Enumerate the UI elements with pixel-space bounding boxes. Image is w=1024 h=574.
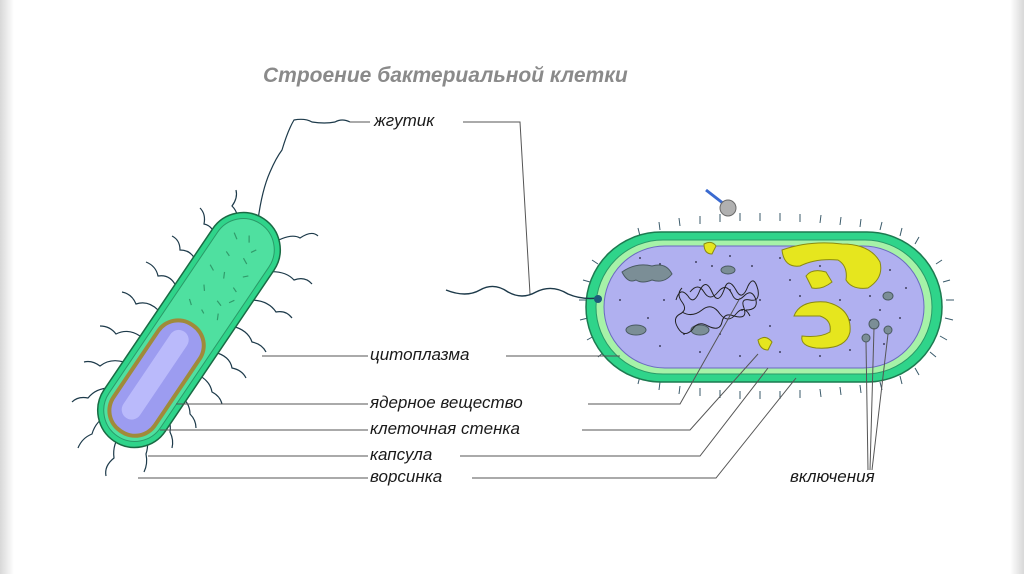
rod-bacterium <box>71 118 351 477</box>
label-capsule: капсула <box>370 445 433 464</box>
leader-inclusion-2 <box>869 327 875 471</box>
leader-pilus-right <box>472 377 797 479</box>
nucleoid <box>674 280 759 334</box>
label-inclusions: включения <box>790 467 875 486</box>
right-edge-shadow <box>1010 0 1024 574</box>
pin-marker-icon <box>705 188 737 217</box>
label-pilus: ворсинка <box>370 467 443 486</box>
label-flagellum: жгутик <box>374 111 435 130</box>
leader-flagellum-right <box>463 121 531 295</box>
leader-inclusion-1 <box>865 341 869 471</box>
gray-inclusions <box>621 264 894 343</box>
leader-inclusion-3 <box>871 333 889 471</box>
leader-nuclear-right <box>588 297 741 405</box>
left-edge-shadow <box>0 0 14 574</box>
label-cell-wall: клеточная стенка <box>370 419 520 438</box>
oval-flagellum <box>445 285 599 300</box>
leader-wall-right <box>582 353 759 431</box>
oval-bacterium <box>445 188 954 399</box>
label-nuclear-material: ядерное вещество <box>370 393 523 412</box>
diagram-title: Строение бактериальной клетки <box>263 64 628 87</box>
rod-pili <box>71 118 351 477</box>
rod-surface-texture <box>188 232 257 321</box>
rod-flagellum <box>257 118 351 221</box>
leader-capsule-right <box>460 367 769 457</box>
yellow-inclusions <box>703 241 882 351</box>
label-cytoplasm: цитоплазма <box>370 345 470 364</box>
leader-lines <box>138 121 889 479</box>
ribosomes <box>619 255 907 357</box>
flagellum-basal-body <box>594 295 602 303</box>
oval-pili <box>579 213 954 399</box>
